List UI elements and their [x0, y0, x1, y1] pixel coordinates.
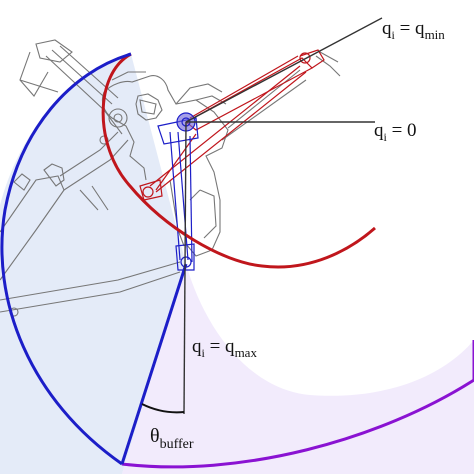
q-max-ray	[183, 121, 187, 415]
label-q-zero: qi = 0	[374, 120, 417, 144]
purple-circle-arc	[121, 340, 474, 469]
leg-at-q-max	[157, 112, 199, 271]
label-theta-buffer: θbuffer	[150, 425, 194, 452]
label-q-max: qi = qmax	[192, 336, 257, 360]
label-q-min: qi = qmin	[382, 18, 445, 42]
purple-reachable-region	[122, 264, 474, 474]
blue-reachable-region	[0, 54, 186, 474]
blue-boundary-line	[120, 263, 188, 465]
theta-buffer-arc	[141, 403, 185, 414]
robot-body-outline	[0, 39, 341, 317]
blue-circle-arc	[0, 52, 132, 466]
q-min-ray	[185, 17, 383, 123]
red-circle-arc	[101, 52, 376, 269]
